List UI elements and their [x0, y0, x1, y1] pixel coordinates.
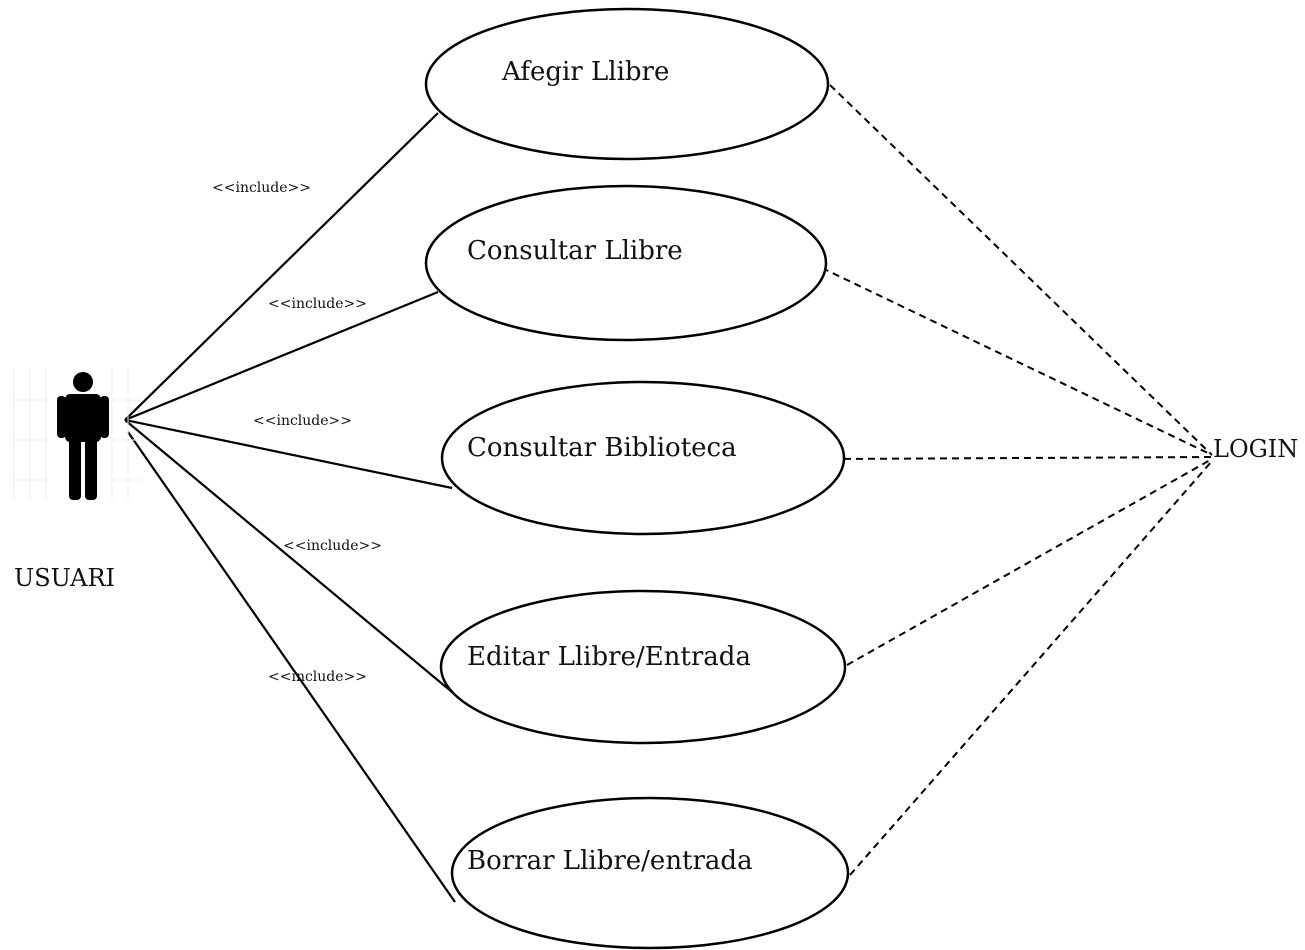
use-case-consultar-llibre[interactable] — [424, 184, 828, 342]
actor-label-login: LOGIN — [1213, 435, 1298, 463]
actor-torso — [65, 394, 101, 442]
actor-right-arm — [100, 396, 109, 438]
dependency-consultar-llibre-login — [821, 267, 1213, 456]
use-case-labels: Afegir Llibre Consultar Llibre Consultar… — [467, 57, 753, 876]
use-case-label: Borrar Llibre/entrada — [467, 846, 753, 876]
use-case-label: Consultar Biblioteca — [467, 433, 737, 463]
use-case-consultar-biblioteca[interactable] — [440, 380, 846, 536]
include-label: <<include>> — [268, 296, 367, 312]
use-case-borrar-llibre-entrada[interactable] — [450, 796, 850, 950]
include-labels: <<include>> <<include>> <<include>> <<in… — [212, 180, 382, 685]
use-case-afegir-llibre[interactable] — [424, 7, 830, 161]
dependency-editar-login — [846, 458, 1213, 666]
actor-head — [73, 372, 93, 392]
association-afegir — [124, 112, 439, 421]
include-label: <<include>> — [283, 538, 382, 554]
actor-label-usuari: USUARI — [14, 564, 115, 592]
association-borrar — [127, 431, 456, 903]
use-case-label: Editar Llibre/Entrada — [467, 642, 751, 672]
actor-background-grid — [13, 368, 140, 500]
include-label: <<include>> — [268, 669, 367, 685]
association-consultar-biblioteca — [124, 418, 453, 490]
dependency-consultar-biblioteca-login — [831, 456, 1213, 460]
association-editar — [124, 419, 459, 698]
login-dependencies — [821, 84, 1213, 876]
use-case-label: Consultar Llibre — [467, 236, 683, 266]
actor-left-leg — [69, 438, 81, 500]
user-associations — [124, 112, 459, 903]
dependency-afegir-login — [829, 84, 1213, 456]
use-case-editar-llibre-entrada[interactable] — [439, 589, 847, 745]
dependency-borrar-login — [849, 460, 1213, 876]
user-actor-icon[interactable] — [13, 368, 140, 500]
use-case-label: Afegir Llibre — [501, 57, 669, 87]
association-consultar-llibre — [124, 290, 439, 422]
actor-left-arm — [57, 396, 66, 438]
use-cases — [424, 7, 850, 950]
include-label: <<include>> — [212, 180, 311, 196]
actor-right-leg — [85, 438, 97, 500]
include-label: <<include>> — [253, 413, 352, 429]
